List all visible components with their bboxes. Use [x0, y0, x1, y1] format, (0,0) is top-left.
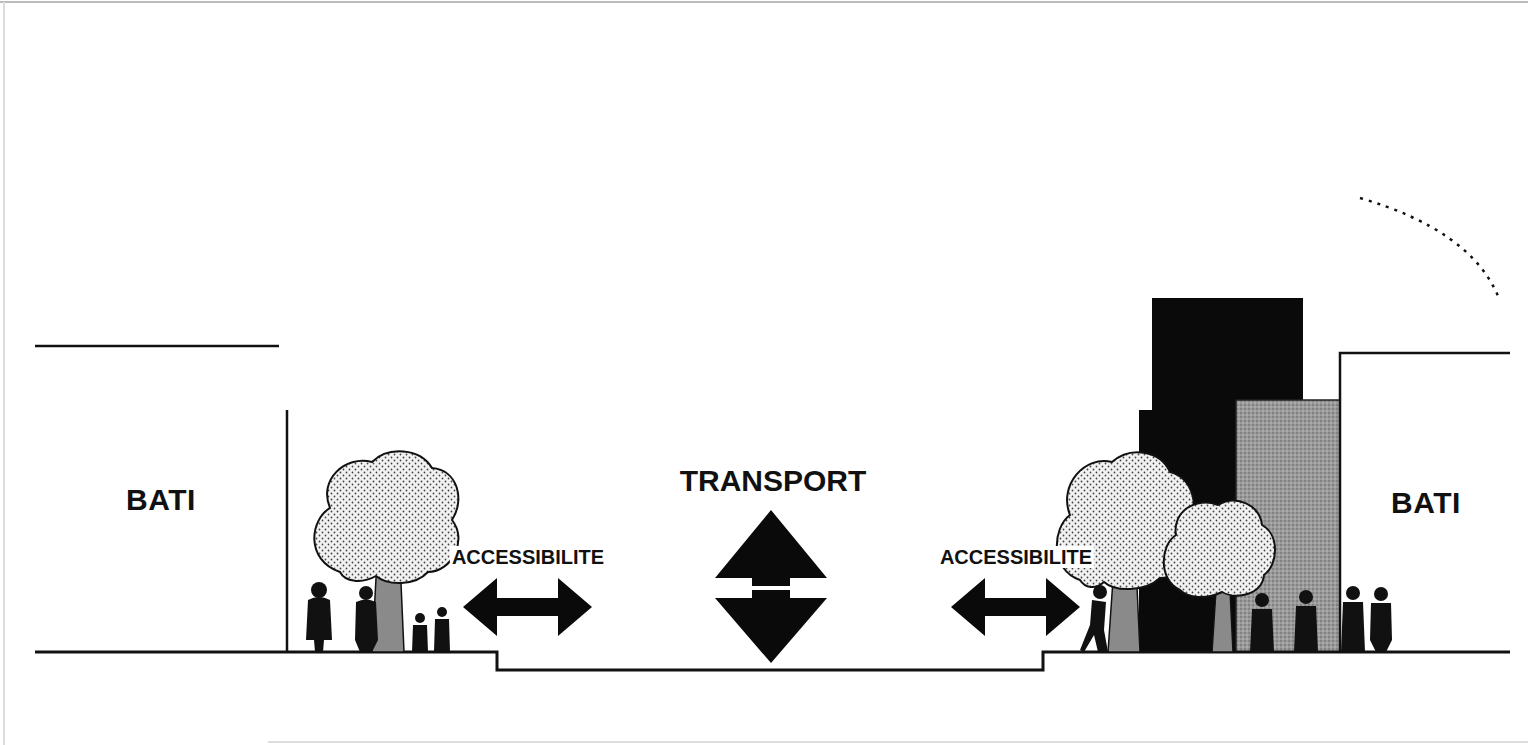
building-outline [286, 410, 289, 652]
building-block: BATI [40, 350, 282, 650]
frame-line [0, 1, 1528, 3]
people [306, 582, 1392, 652]
flow-label: TRANSPORT [678, 464, 869, 497]
flow-label: ACCESSIBILITE [450, 546, 606, 568]
building [1340, 353, 1512, 652]
frame-line [3, 2, 5, 745]
building-block: BATI [1344, 356, 1508, 650]
building-outline [35, 345, 279, 348]
double-arrow [463, 578, 592, 636]
frame-line [268, 741, 1528, 743]
tree-canopy [314, 451, 458, 583]
arrow-gap [740, 586, 802, 590]
tree-canopy [1164, 501, 1275, 597]
building-outline [1340, 353, 1510, 652]
building-label: BATI [126, 483, 196, 517]
flow-label: ACCESSIBILITE [938, 546, 1094, 568]
transport-arrow [715, 510, 827, 663]
double-arrow [951, 578, 1080, 636]
tree-trunk [1212, 590, 1233, 652]
building-label: BATI [1391, 486, 1461, 520]
dotted-arc [1360, 198, 1498, 296]
